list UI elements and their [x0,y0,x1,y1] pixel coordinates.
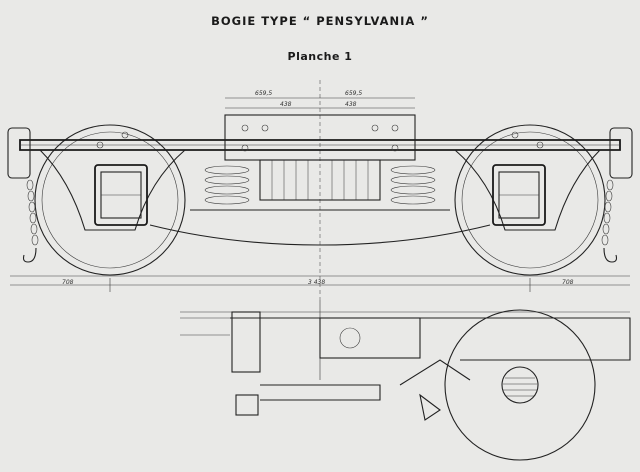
right-wheel-rim [461,131,599,269]
right-axle-box [492,164,546,226]
plan-wheel [444,309,596,461]
dim-left-offset: 708 [62,279,74,286]
plan-view [180,300,631,461]
center-spring-group [259,159,381,201]
right-side-frame-arch [454,149,601,231]
left-wheel [34,124,186,276]
brake-lever [399,359,471,386]
plan-axle-hub [501,366,539,404]
side-elevation-view: 659,5 659,5 438 438 708 3 438 708 [7,80,633,300]
right-end-cap [609,127,633,179]
dim-center-left: 438 [280,101,292,108]
left-safety-chain [22,179,39,263]
right-coil-spring [390,165,436,205]
dim-center-right: 438 [345,101,357,108]
frame-bolts [96,124,544,152]
right-safety-chain [601,179,618,263]
dim-total: 3 438 [308,279,325,286]
equalizer-bar [149,224,491,246]
drawing-title: BOGIE TYPE “ PENSYLVANIA ” [211,14,429,28]
left-wheel-rim [41,131,179,269]
center-spring-coils [271,160,369,200]
plan-bolster [319,317,421,359]
plan-frame-member [230,317,631,361]
plan-left-bracket [235,394,259,416]
plan-axle-hatching [503,377,537,397]
left-end-cap [7,127,31,179]
brake-shoe [419,393,441,421]
top-frame-bar [19,139,621,151]
left-coil-spring [204,165,250,205]
right-wheel [454,124,606,276]
left-axle-box [94,164,148,226]
plan-center-plate [339,327,361,349]
plan-left-end-block [231,311,261,373]
dim-top-right: 659,5 [345,90,362,97]
dim-right-offset: 708 [562,279,574,286]
plate-label: Planche 1 [287,50,353,63]
brake-beam [260,384,381,401]
dim-top-left: 659,5 [255,90,272,97]
left-side-frame-arch [39,149,186,231]
